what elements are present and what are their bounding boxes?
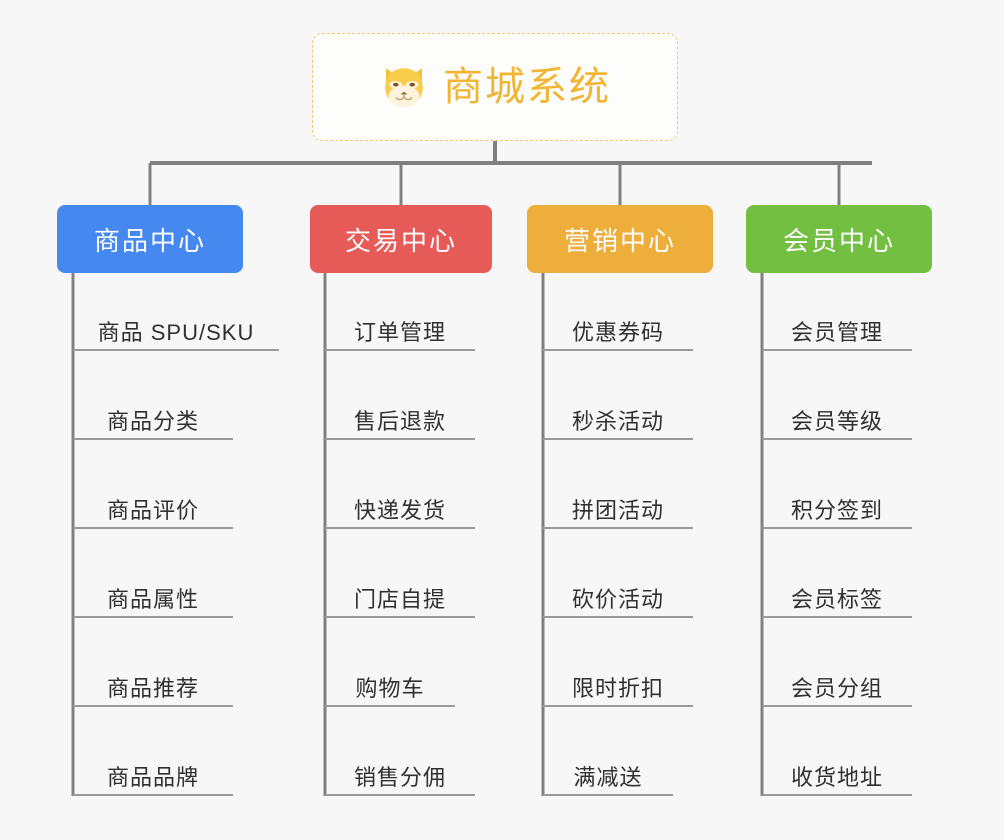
leaf-item-label: 优惠券码: [571, 319, 664, 345]
leaf-item-label: 售后退款: [353, 408, 446, 434]
branch-chip-label: 会员中心: [782, 225, 895, 256]
leaf-item-label: 销售分佣: [353, 764, 446, 790]
leaf-item[interactable]: 会员分组: [762, 661, 912, 707]
leaf-item-label: 商品推荐: [106, 675, 199, 701]
leaf-item[interactable]: 拼团活动: [543, 483, 693, 529]
branch-chip-2[interactable]: 交易中心: [310, 205, 492, 273]
leaf-item-label: 快递发货: [353, 497, 446, 523]
leaf-item-label: 砍价活动: [571, 586, 664, 612]
shiba-dog-icon: [385, 68, 423, 108]
leaf-item-label: 积分签到: [790, 497, 883, 523]
leaf-item[interactable]: 商品品牌: [73, 750, 233, 796]
leaf-item-label: 拼团活动: [571, 497, 664, 523]
leaf-item[interactable]: 购物车: [325, 661, 455, 707]
leaf-item[interactable]: 订单管理: [325, 305, 475, 351]
leaf-item-label: 秒杀活动: [571, 408, 664, 434]
leaf-item-label: 商品属性: [106, 586, 199, 612]
leaf-item[interactable]: 商品推荐: [73, 661, 233, 707]
leaf-item[interactable]: 快递发货: [325, 483, 475, 529]
root-node[interactable]: 商城系统: [312, 33, 678, 141]
leaf-item[interactable]: 会员标签: [762, 572, 912, 618]
leaf-item[interactable]: 商品 SPU/SKU: [73, 305, 279, 351]
leaf-item[interactable]: 砍价活动: [543, 572, 693, 618]
branch-chip-1[interactable]: 商品中心: [57, 205, 243, 273]
leaf-item-label: 会员标签: [790, 586, 883, 612]
leaf-item[interactable]: 限时折扣: [543, 661, 693, 707]
leaf-item-label: 满减送: [573, 764, 643, 790]
leaf-item-label: 门店自提: [353, 586, 446, 612]
leaf-item[interactable]: 会员等级: [762, 394, 912, 440]
leaf-item-label: 商品 SPU/SKU: [97, 319, 255, 345]
leaf-item-label: 商品分类: [106, 408, 199, 434]
leaf-item-label: 商品品牌: [106, 764, 199, 790]
leaf-item-label: 订单管理: [353, 319, 446, 345]
leaf-item-label: 会员等级: [790, 408, 883, 434]
leaf-item[interactable]: 商品属性: [73, 572, 233, 618]
leaf-item[interactable]: 会员管理: [762, 305, 912, 351]
leaf-item-label: 会员管理: [790, 319, 883, 345]
root-label: 商城系统: [443, 65, 611, 109]
leaf-item[interactable]: 秒杀活动: [543, 394, 693, 440]
leaf-item-label: 商品评价: [106, 497, 199, 523]
branch-chip-label: 交易中心: [344, 225, 457, 256]
leaf-item[interactable]: 满减送: [543, 750, 673, 796]
branch-chip-label: 商品中心: [93, 225, 206, 256]
leaf-item[interactable]: 优惠券码: [543, 305, 693, 351]
branch-chip-label: 营销中心: [563, 225, 676, 256]
leaf-item[interactable]: 商品评价: [73, 483, 233, 529]
leaf-item[interactable]: 收货地址: [762, 750, 912, 796]
leaf-item-label: 限时折扣: [571, 675, 664, 701]
leaf-item-label: 收货地址: [790, 764, 883, 790]
leaf-item[interactable]: 销售分佣: [325, 750, 475, 796]
leaf-item[interactable]: 商品分类: [73, 394, 233, 440]
leaf-item[interactable]: 门店自提: [325, 572, 475, 618]
branch-chip-3[interactable]: 营销中心: [527, 205, 713, 273]
leaf-item[interactable]: 售后退款: [325, 394, 475, 440]
leaf-item-label: 购物车: [355, 675, 425, 701]
leaf-item[interactable]: 积分签到: [762, 483, 912, 529]
branch-chip-4[interactable]: 会员中心: [746, 205, 932, 273]
leaf-item-label: 会员分组: [790, 675, 883, 701]
